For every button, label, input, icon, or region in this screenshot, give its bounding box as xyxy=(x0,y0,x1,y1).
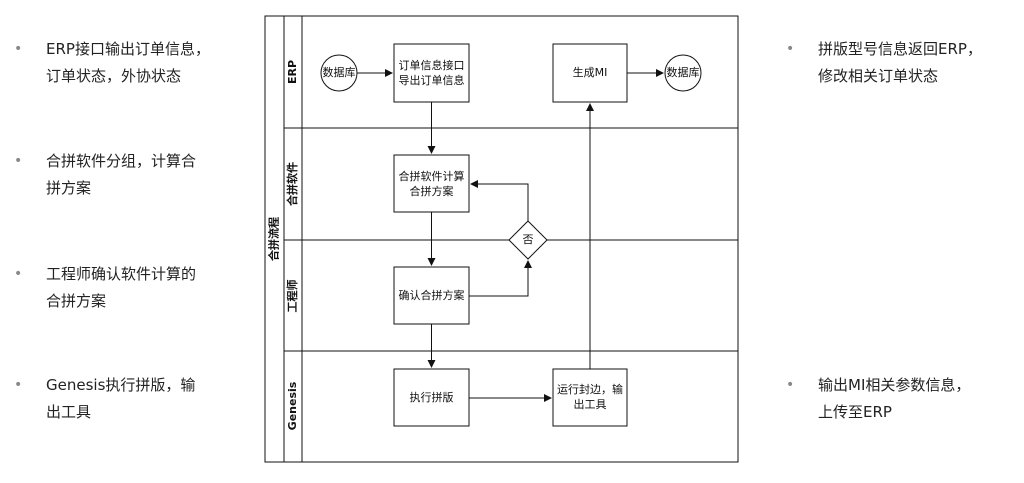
note-text: ERP接口输出订单信息， 订单状态，外协状态 xyxy=(46,40,210,85)
note-genesis: • Genesis执行拼版，输 出工具 xyxy=(14,372,195,426)
calc-plan-line2: 合拼方案 xyxy=(410,184,454,198)
bullet-dot: • xyxy=(14,41,23,57)
decision-label: 否 xyxy=(523,233,534,246)
bullet-dot: • xyxy=(14,153,23,169)
note-text: 输出MI相关参数信息， 上传至ERP xyxy=(818,376,971,421)
bullet-dot: • xyxy=(14,266,23,282)
database-out-label: 数据库 xyxy=(667,65,700,79)
run-edge-node xyxy=(552,368,628,427)
bullet-dot: • xyxy=(14,377,23,393)
export-order-line1: 订单信息接口 xyxy=(399,58,465,72)
database-out-node xyxy=(664,54,702,92)
calc-plan-node xyxy=(393,154,470,213)
run-edge-line2: 出工具 xyxy=(574,397,607,411)
note-engineer-confirm: • 工程师确认软件计算的 合拼方案 xyxy=(14,261,196,315)
decision-node xyxy=(508,220,548,260)
database-in-label: 数据库 xyxy=(323,65,356,79)
arrow-decision-to-calc xyxy=(470,180,529,221)
export-order-node xyxy=(393,43,470,103)
note-text: 拼版型号信息返回ERP， 修改相关订单状态 xyxy=(818,40,982,85)
pool-frame xyxy=(264,15,739,463)
note-software-group: • 合拼软件分组，计算合 拼方案 xyxy=(14,148,196,202)
generate-mi-label: 生成MI xyxy=(573,65,608,79)
calc-plan-line1: 合拼软件计算 xyxy=(399,169,465,183)
lane-label-erp: ERP xyxy=(286,60,299,84)
note-upload-erp: • 输出MI相关参数信息， 上传至ERP xyxy=(786,372,970,426)
note-text: Genesis执行拼版，输 出工具 xyxy=(46,376,196,421)
note-text: 合拼软件分组，计算合 拼方案 xyxy=(46,152,197,197)
lane-label-engineer: 工程师 xyxy=(285,280,299,313)
arrow-confirm-to-decision xyxy=(469,260,532,297)
run-panel-label: 执行拼版 xyxy=(410,390,454,404)
note-erp-output: • ERP接口输出订单信息， 订单状态，外协状态 xyxy=(14,36,210,90)
pool-title: 合拼流程 xyxy=(267,217,281,261)
run-panel-node xyxy=(393,368,470,427)
bullet-dot: • xyxy=(786,377,795,393)
note-return-erp: • 拼版型号信息返回ERP， 修改相关订单状态 xyxy=(786,36,982,90)
bullet-dot: • xyxy=(786,41,795,57)
confirm-plan-label: 确认合拼方案 xyxy=(399,288,465,302)
export-order-line2: 导出订单信息 xyxy=(399,73,465,87)
lane-label-software: 合拼软件 xyxy=(285,162,299,206)
note-text: 工程师确认软件计算的 合拼方案 xyxy=(46,265,197,310)
run-edge-line1: 运行封边，输 xyxy=(557,382,623,396)
lane-label-genesis: Genesis xyxy=(286,381,299,430)
